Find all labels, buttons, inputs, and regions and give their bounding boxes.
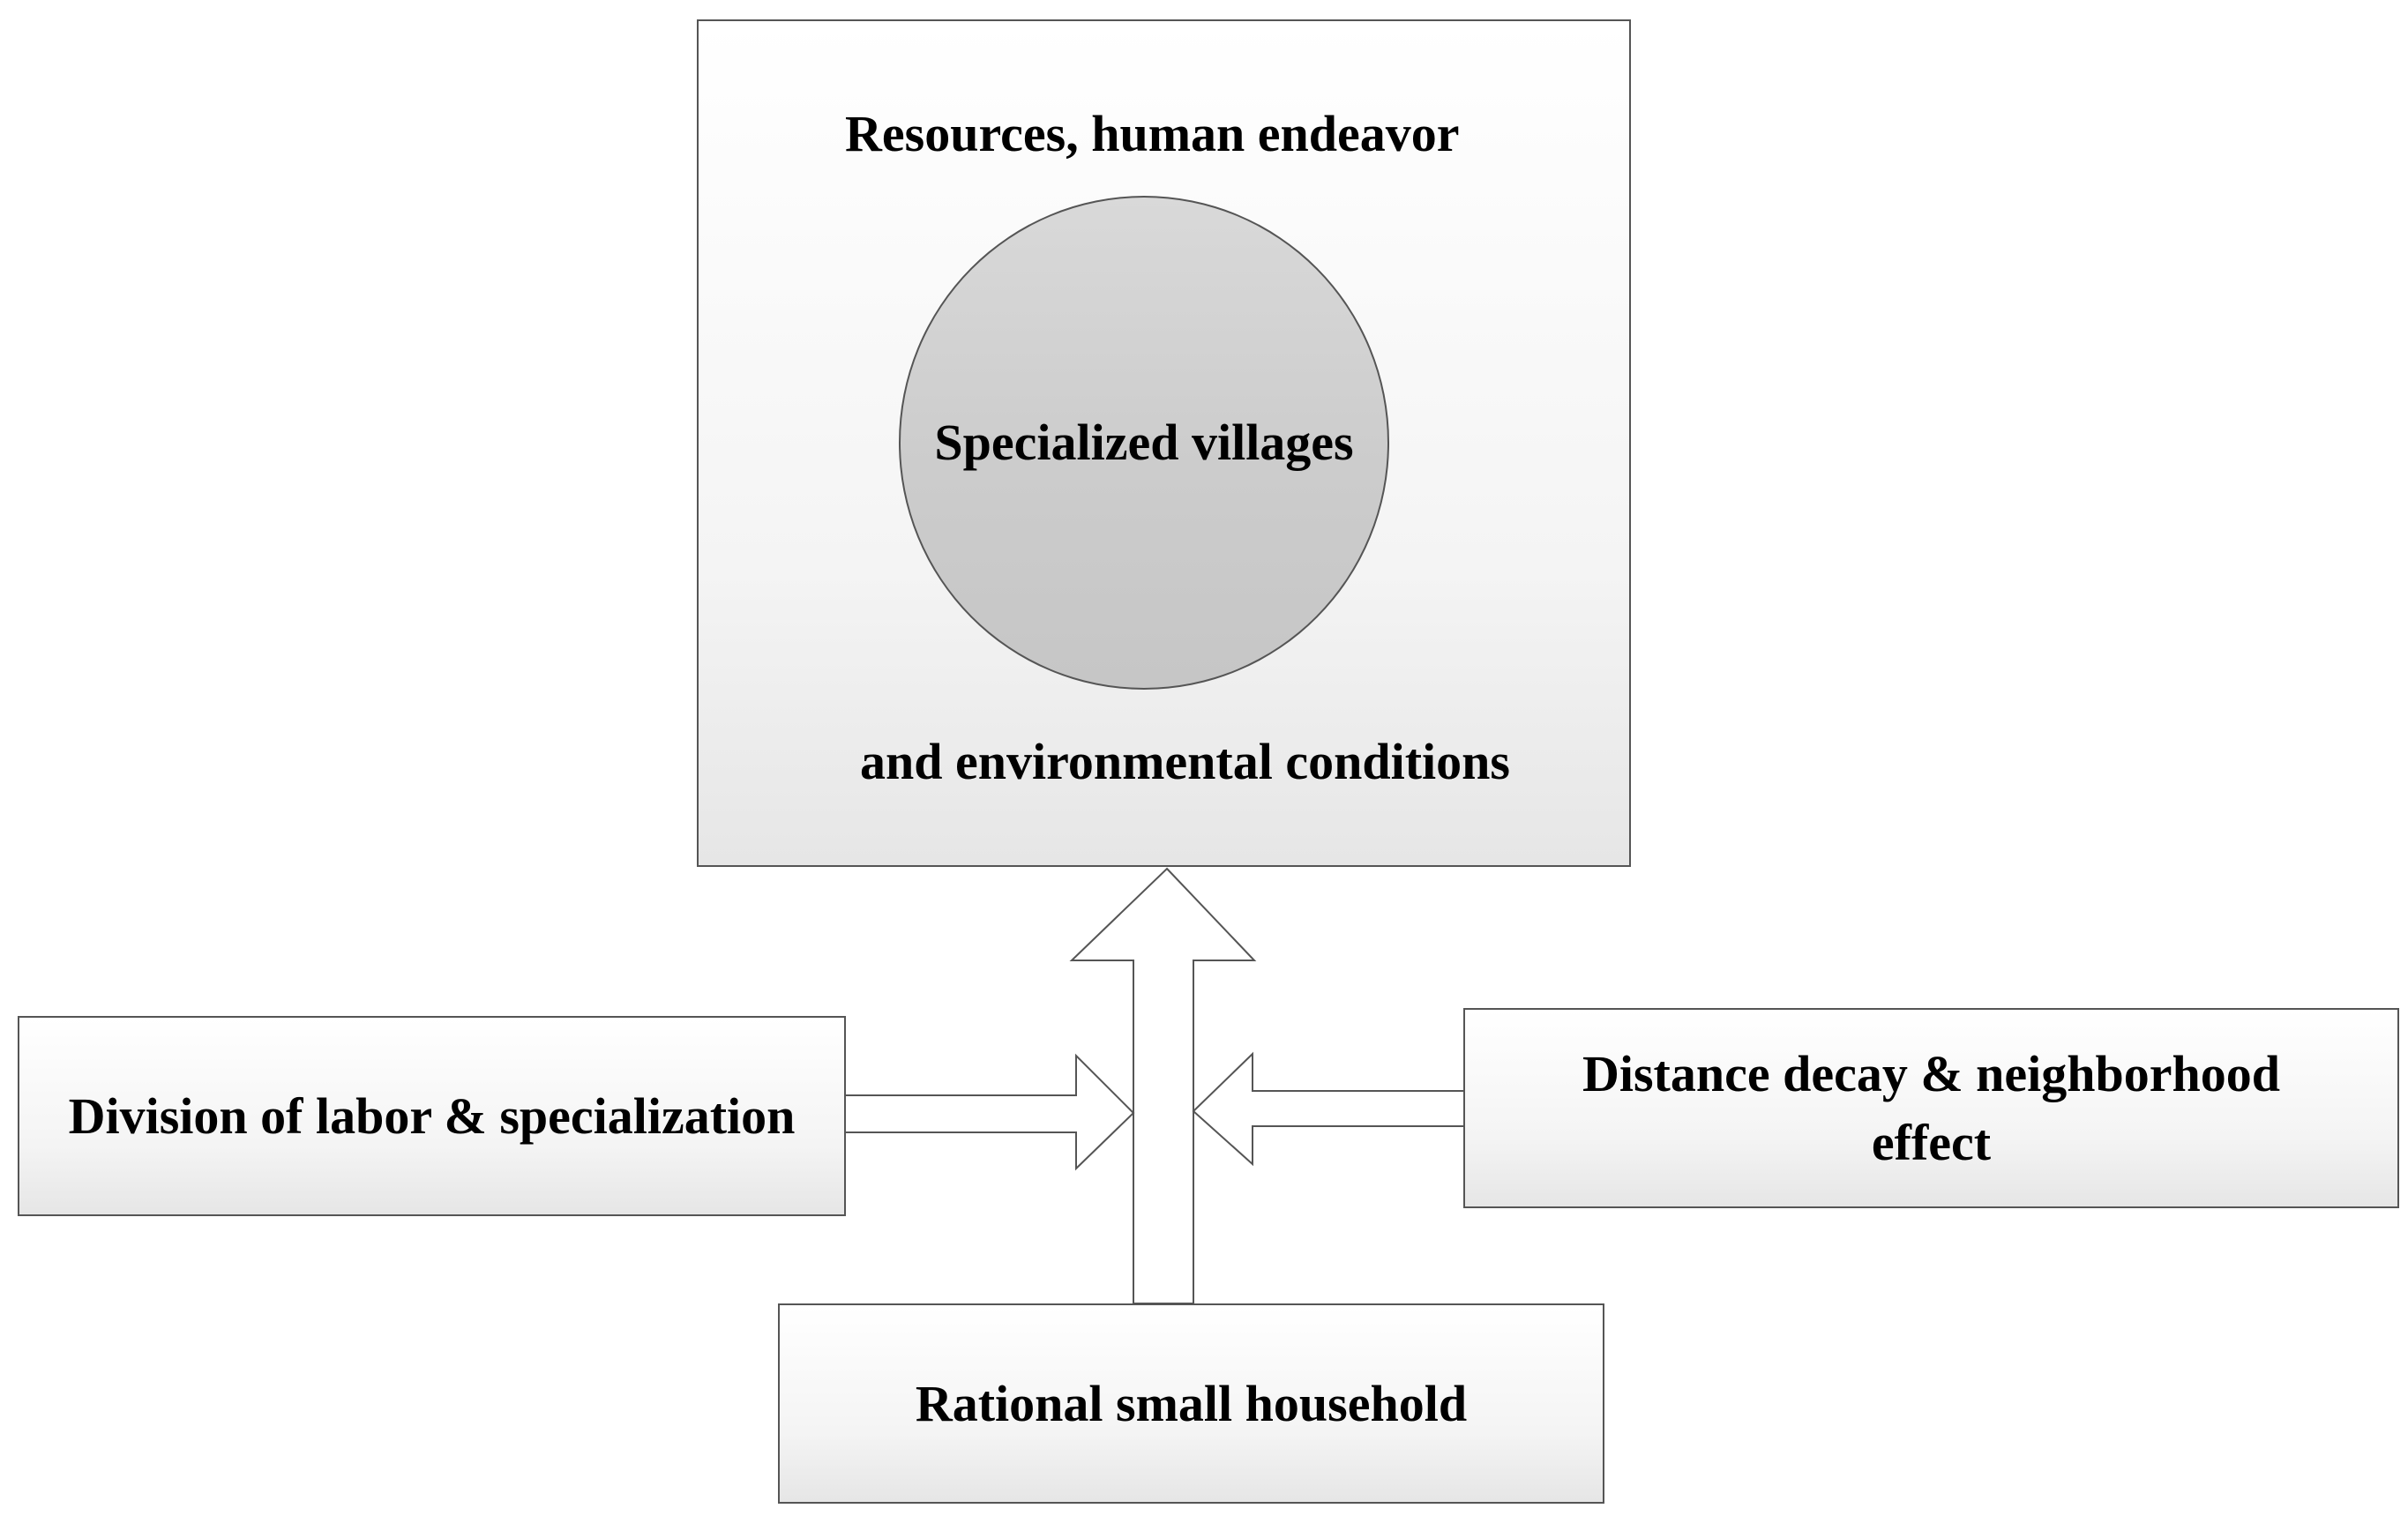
distance-decay-label-line1: Distance decay & neighborhood [1582, 1045, 2281, 1103]
specialized-villages-circle [899, 196, 1389, 690]
left-arrow [1192, 1051, 1465, 1167]
distance-decay-box [1463, 1008, 2399, 1208]
division-of-labor-label: Division of labor & specialization [68, 1087, 796, 1145]
context-bottom-label: and environmental conditions [860, 733, 1510, 790]
division-of-labor-box [18, 1016, 846, 1216]
household-box [778, 1303, 1604, 1504]
distance-decay-label: Distance decay & neighborhood effect [1463, 1008, 2399, 1208]
right-arrow [844, 1053, 1135, 1171]
distance-decay-label-line2: effect [1871, 1113, 1992, 1171]
context-top-label: Resources, human endeavor [845, 105, 1460, 162]
household-label: Rational small household [915, 1374, 1468, 1432]
circle-label: Specialized villages [934, 414, 1354, 472]
